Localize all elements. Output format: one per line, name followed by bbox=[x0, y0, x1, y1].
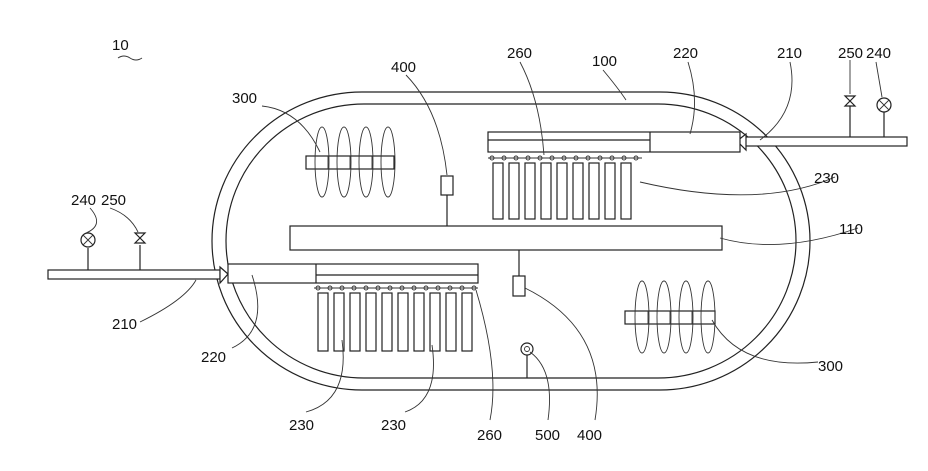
valve-left bbox=[135, 233, 145, 243]
leader-400-top bbox=[406, 75, 447, 175]
label-gauge-right: 240 bbox=[866, 45, 891, 62]
valve-right bbox=[845, 96, 855, 106]
label-nozzles-top: 260 bbox=[507, 45, 532, 62]
nozzles-top bbox=[488, 156, 642, 160]
label-fins-left-a: 230 bbox=[289, 417, 314, 434]
figure-label: 10 bbox=[112, 37, 129, 54]
label-fins-right: 230 bbox=[814, 170, 839, 187]
fin-bottom-5 bbox=[382, 293, 392, 351]
label-fins-left-b: 230 bbox=[381, 417, 406, 434]
fin-bottom-8 bbox=[430, 293, 440, 351]
leader-240-right bbox=[876, 62, 882, 97]
fin-bottom-9 bbox=[446, 293, 456, 351]
leader-300-top bbox=[262, 106, 320, 152]
figure-label-squiggle bbox=[118, 56, 142, 60]
label-valve-right: 250 bbox=[838, 45, 863, 62]
label-valve-left: 250 bbox=[101, 192, 126, 209]
fin-bottom-1 bbox=[318, 293, 328, 351]
label-sensor-bottom: 400 bbox=[577, 427, 602, 444]
pipe-right bbox=[745, 137, 907, 146]
leader-300-bottom bbox=[712, 320, 818, 363]
fan-top bbox=[306, 127, 395, 197]
label-gauge-left: 240 bbox=[71, 192, 96, 209]
fin-top-2 bbox=[509, 163, 519, 219]
label-sensor-top: 400 bbox=[391, 59, 416, 76]
manifold-left bbox=[228, 264, 478, 283]
sensor-top bbox=[441, 176, 453, 195]
fin-top-4 bbox=[541, 163, 551, 219]
label-manifold-left: 220 bbox=[201, 349, 226, 366]
label-pipe-left: 210 bbox=[112, 316, 137, 333]
fins-top bbox=[493, 163, 631, 219]
leader-260-bottom bbox=[476, 290, 493, 420]
leader-240-left bbox=[86, 208, 97, 233]
leader-210-left bbox=[140, 280, 196, 322]
sensor-bottom bbox=[513, 276, 525, 296]
pipe-left-tip bbox=[220, 267, 228, 283]
fin-top-5 bbox=[557, 163, 567, 219]
leader-110 bbox=[720, 228, 858, 245]
pipe-left bbox=[48, 270, 220, 279]
leader-230-right bbox=[640, 177, 835, 195]
label-partition: 110 bbox=[839, 221, 863, 238]
label-manifold-right: 220 bbox=[673, 45, 698, 62]
label-port: 500 bbox=[535, 427, 560, 444]
fin-top-8 bbox=[605, 163, 615, 219]
leader-500 bbox=[530, 352, 550, 420]
manifold-right bbox=[488, 132, 740, 152]
fin-top-7 bbox=[589, 163, 599, 219]
label-housing: 100 bbox=[592, 53, 617, 70]
label-fan-top: 300 bbox=[232, 90, 257, 107]
fin-bottom-6 bbox=[398, 293, 408, 351]
fin-bottom-10 bbox=[462, 293, 472, 351]
leader-100 bbox=[603, 70, 626, 100]
label-pipe-right: 210 bbox=[777, 45, 802, 62]
fan-bottom bbox=[625, 281, 715, 353]
leader-220-left bbox=[232, 275, 258, 348]
fin-bottom-7 bbox=[414, 293, 424, 351]
fins-bottom bbox=[318, 293, 472, 351]
label-nozzles-bottom: 260 bbox=[477, 427, 502, 444]
fin-bottom-3 bbox=[350, 293, 360, 351]
fin-top-9 bbox=[621, 163, 631, 219]
central-partition bbox=[290, 226, 722, 250]
fin-bottom-4 bbox=[366, 293, 376, 351]
leader-220-right bbox=[688, 62, 695, 134]
leader-250-left bbox=[110, 208, 138, 232]
leader-210-right bbox=[760, 62, 792, 140]
nozzles-bottom bbox=[314, 286, 478, 290]
fin-top-1 bbox=[493, 163, 503, 219]
leader-400-bottom bbox=[525, 288, 597, 420]
fin-top-3 bbox=[525, 163, 535, 219]
fin-top-6 bbox=[573, 163, 583, 219]
label-fan-bottom: 300 bbox=[818, 358, 843, 375]
